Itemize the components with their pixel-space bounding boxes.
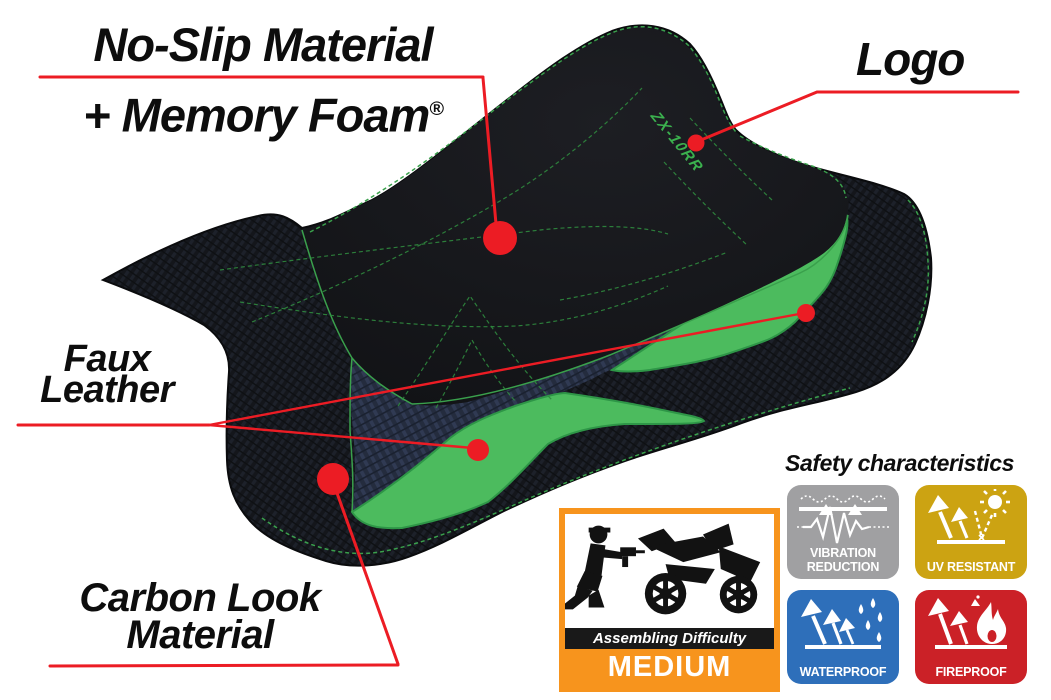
- safety-badge-uv: UV RESISTANT: [915, 485, 1027, 579]
- callout-dot-faux-a: [797, 304, 815, 322]
- callout-line-noslip: [481, 76, 498, 226]
- badge-label: FIREPROOF: [935, 664, 1007, 679]
- faux-leather-label: Faux Leather: [10, 338, 204, 411]
- safety-badge-fireproof: FIREPROOF: [915, 590, 1027, 684]
- assembly-difficulty-badge: Assembling Difficulty MEDIUM: [559, 508, 780, 692]
- safety-title: Safety characteristics: [785, 450, 1015, 476]
- assembly-level: MEDIUM: [565, 649, 774, 686]
- callout-line-logo: [699, 90, 1020, 142]
- callout-dot-logo: [687, 134, 705, 152]
- uv-sun-icon: [928, 489, 1010, 544]
- logo-label: Logo: [856, 33, 965, 85]
- contour-stitch: [251, 87, 643, 323]
- contour-stitch: [559, 251, 729, 301]
- registered-mark: ®: [429, 98, 444, 120]
- badge-label: WATERPROOF: [799, 664, 887, 679]
- waterproof-drops-icon: [801, 598, 883, 649]
- fireproof-flame-icon: [928, 595, 1007, 649]
- callout-line-carbon-underline: [48, 663, 400, 668]
- callout-dot-carbon: [317, 463, 349, 495]
- badge-label: UV RESISTANT: [926, 559, 1016, 574]
- vibration-waveform-icon: [797, 495, 889, 544]
- safety-badge-waterproof: WATERPROOF: [787, 590, 899, 684]
- callout-dot-faux-b: [467, 439, 489, 461]
- stitch-notch-seam: [739, 135, 847, 199]
- stitch-bottom-edge: [261, 387, 851, 555]
- stitch-wing-seam: [301, 229, 413, 405]
- faux-line2: Leather: [40, 369, 174, 411]
- callout-line-faux-a: [207, 312, 801, 427]
- carbon-line1: Carbon Look: [79, 576, 321, 620]
- stitch-panel-bottom: [411, 214, 849, 405]
- callout-line-carbon: [335, 491, 400, 666]
- no-slip-line1: No-Slip Material: [93, 18, 433, 71]
- callout-overlays: [16, 75, 1020, 668]
- seat-navy-band: [350, 215, 848, 512]
- mechanic-motorcycle-icon: [565, 523, 761, 615]
- seat-noslip-panel: [302, 28, 849, 406]
- safety-badge-vibration: VIBRATION REDUCTION: [787, 485, 899, 579]
- green-side-panel-front: [350, 391, 706, 530]
- stitch-nose-seam: [349, 357, 354, 513]
- stitch-right-border: [907, 199, 930, 343]
- no-slip-line2: + Memory Foam®: [83, 88, 444, 142]
- stitch-top-edge: [309, 26, 737, 233]
- faux-line1: Faux: [63, 338, 151, 380]
- no-slip-label: No-Slip Material + Memory Foam®: [37, 12, 489, 148]
- callout-line-faux-b: [207, 423, 475, 450]
- contour-stitch: [663, 161, 749, 247]
- contour-stitch: [435, 338, 517, 409]
- callout-dot-noslip: [483, 221, 517, 255]
- carbon-line2: Material: [126, 613, 274, 657]
- contour-stitch: [239, 285, 669, 328]
- badge-label: VIBRATION REDUCTION: [806, 546, 880, 574]
- seat-body: ZX-10RR: [100, 24, 933, 567]
- assembly-title-bar: Assembling Difficulty: [565, 628, 774, 649]
- carbon-look-label: Carbon Look Material: [26, 576, 374, 657]
